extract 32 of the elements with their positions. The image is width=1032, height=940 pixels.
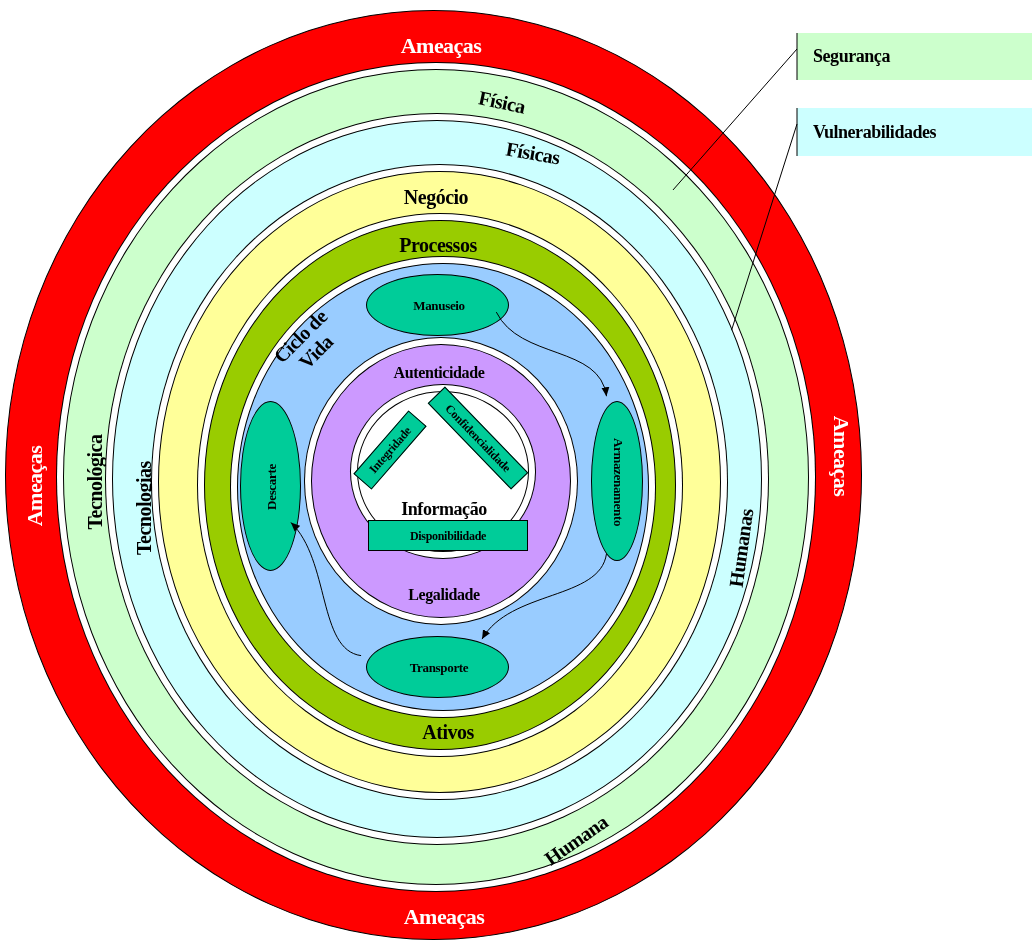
curved-arrow	[290, 522, 362, 657]
leader-line	[672, 32, 798, 191]
label-text: Ameaças	[20, 445, 48, 527]
label-text: Ameaças	[400, 31, 482, 60]
label-text: Ameaças	[827, 415, 855, 497]
curved-arrow	[481, 553, 607, 640]
property-bar	[368, 520, 528, 551]
curved-arrow	[495, 311, 608, 397]
label-text: Ameaças	[403, 902, 485, 931]
label-text: Legalidade	[408, 585, 480, 606]
label-text: Transporte	[409, 659, 469, 678]
label-text: Autenticidade	[393, 363, 485, 383]
label-text: Manuseio	[413, 297, 465, 316]
label-text: Processos	[399, 233, 477, 258]
label-text: Física	[475, 85, 529, 120]
leader-line	[731, 107, 798, 331]
label-text: Vulnerabilidades	[813, 120, 937, 144]
label-text: Informação	[401, 497, 487, 521]
label-text: Tecnológica	[83, 434, 107, 530]
label-text: Humanas	[723, 506, 759, 590]
label-text: Descarte	[263, 464, 281, 510]
label-text: Negócio	[403, 185, 469, 211]
legend-label-box	[797, 108, 1032, 156]
label-text: Ciclo de Vida	[268, 304, 339, 376]
label-text: Físicas	[503, 136, 563, 171]
label-text: Armazenamento	[609, 437, 627, 527]
label-text: Disponibilidade	[409, 527, 487, 545]
legend-label-box	[797, 33, 1032, 80]
label-text: Tecnologias	[132, 461, 156, 555]
label-text: Ativos	[422, 720, 474, 745]
label-text: Segurança	[813, 45, 890, 68]
stage-ellipse	[591, 401, 643, 561]
